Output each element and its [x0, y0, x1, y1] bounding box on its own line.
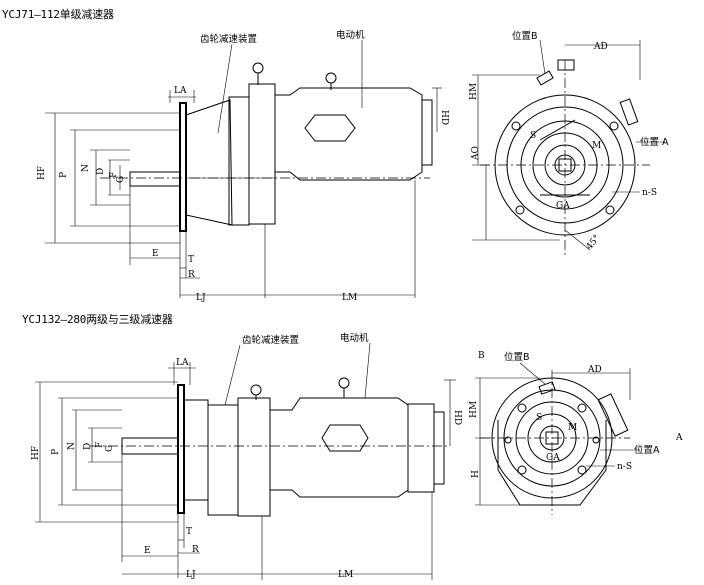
top-motor-eyebolt [325, 72, 337, 84]
top-dim-t: T [188, 255, 194, 265]
bottom-motor-end [433, 411, 445, 485]
top-terminal-box [304, 114, 356, 142]
top-dim-g: G [116, 176, 126, 183]
top-end-box-a [619, 98, 639, 126]
top-dim-e: E [152, 249, 159, 259]
top-dim-f: F [109, 172, 119, 178]
top-end-dim-ns: n-S [642, 188, 657, 198]
bottom-end-dim-ns: n-S [617, 462, 632, 472]
bottom-terminal-box [321, 424, 369, 452]
bottom-end-frame [497, 420, 607, 506]
top-end-dim-ga: GA [556, 201, 570, 211]
top-dim-hd: HD [439, 110, 449, 125]
bottom-motor-label: 电动机 [340, 332, 369, 344]
top-section-title: YCJ71—112单级减速器 [2, 8, 114, 21]
bottom-gear-stage1 [207, 404, 239, 516]
top-motor-label: 电动机 [336, 29, 365, 41]
bottom-end-letter-a: A [675, 433, 683, 443]
bottom-end-dim-m: M [568, 423, 577, 433]
top-end-dim-ao: AO [471, 146, 481, 161]
top-dim-lm: LM [342, 293, 357, 303]
bottom-dim-lm: LM [338, 570, 353, 580]
bottom-end-view: AD HM H S M GA n-S 位置B 位置A B A [469, 351, 683, 515]
top-end-angle: 45° [585, 233, 603, 252]
top-flange-plate [179, 102, 187, 232]
top-dim-hf: HF [37, 166, 47, 180]
bottom-motor-body [269, 397, 409, 498]
top-end-dim-m: M [592, 141, 601, 151]
bottom-dim-la: LA [176, 358, 189, 368]
top-dim-d: D [96, 168, 106, 175]
bottom-end-dim-hm: HM [469, 401, 479, 418]
bottom-end-box-a [597, 393, 629, 437]
bottom-end-pos-b: 位置B [504, 351, 530, 363]
bottom-gear-stage2 [237, 397, 271, 517]
top-dim-n: N [81, 164, 91, 172]
top-gear-leader [217, 43, 233, 134]
bottom-end-dim-ad: AD [587, 365, 602, 375]
top-end-dim-ad: AD [593, 42, 608, 52]
bottom-dim-n: N [67, 442, 77, 450]
top-gear-cone [185, 99, 233, 226]
bottom-gear-label: 齿轮减速装置 [242, 334, 299, 346]
bottom-dim-t: T [186, 527, 192, 537]
top-motor-body [274, 87, 423, 181]
top-dim-r: R [188, 270, 195, 280]
top-gear-housing [248, 83, 276, 225]
top-gear-label: 齿轮减速装置 [200, 33, 257, 45]
bottom-end-pos-a: 位置A [634, 444, 660, 456]
bottom-end-dim-ga: GA [546, 453, 560, 463]
top-dim-la: LA [174, 86, 187, 96]
top-side-view: LA HF P N D F G E T R LJ LM HD 齿轮减速装置 电动… [37, 29, 449, 303]
bottom-flange-plate [177, 384, 185, 514]
top-end-dim-s: S [530, 131, 536, 141]
bottom-dim-r: R [192, 545, 199, 555]
top-output-shaft [129, 171, 181, 187]
top-motor-end [421, 99, 433, 166]
top-end-pos-b: 位置B [512, 30, 538, 42]
top-dim-lj: LJ [196, 293, 206, 303]
top-end-view: AD HM AO S M GA n-S 45° 位置B 位置 A [469, 30, 669, 255]
bottom-dim-lj: LJ [186, 570, 196, 580]
bottom-end-dim-h: H [471, 470, 481, 478]
bottom-section-title: YCJ132—280两级与三级减速器 [22, 313, 173, 326]
bottom-side-view: LA HF P N D F G E T R LJ LM HD 齿轮减速装置 电动… [31, 332, 462, 580]
bottom-dim-hd: HD [452, 410, 462, 425]
bottom-dim-e: E [144, 546, 151, 556]
top-end-dim-hm: HM [469, 83, 479, 100]
bottom-end-letter-b: B [478, 351, 485, 361]
bottom-dim-p: P [51, 449, 61, 455]
bottom-dim-hf: HF [31, 446, 41, 460]
top-end-pos-a: 位置 A [640, 136, 669, 148]
bottom-end-dim-s: S [536, 413, 542, 423]
bottom-dim-g: G [105, 445, 115, 452]
top-dim-p: P [59, 172, 69, 178]
bottom-dim-f: F [95, 442, 105, 448]
bottom-dim-d: D [83, 443, 93, 450]
top-gear-eyebolt [252, 62, 264, 74]
